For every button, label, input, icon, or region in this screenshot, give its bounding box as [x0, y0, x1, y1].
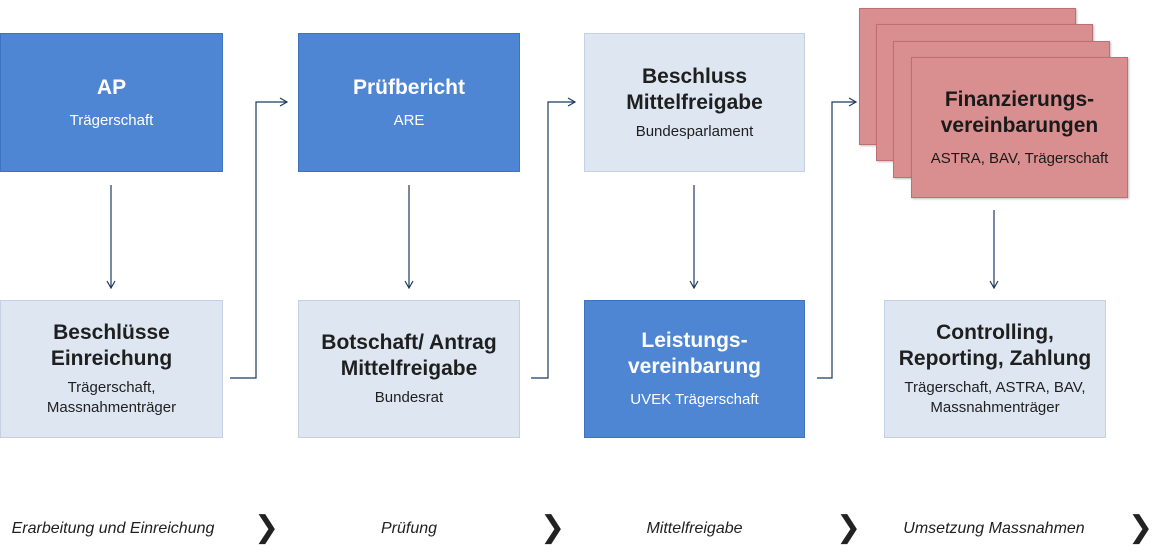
box-beschluss-mittelfreigabe: Beschluss Mittelfreigabe Bundesparlament: [584, 33, 805, 172]
box-finanzierung-sub: ASTRA, BAV, Trägerschaft: [930, 149, 1109, 167]
chevron-right-icon: ❯: [836, 510, 862, 545]
box-beschluss-title: Beschluss Mittelfreigabe: [626, 64, 763, 114]
elbow-beschluesse-to-pruefbericht: [230, 97, 289, 379]
box-botschaft-antrag: Botschaft/ Antrag Mittelfreigabe Bundesr…: [298, 300, 520, 438]
box-beschluesse-einreichung: Beschlüsse Einreichung Trägerschaft, Mas…: [0, 300, 223, 438]
elbow-leistung-to-finanzierung: [817, 97, 858, 379]
phase-label-erarbeitung: Erarbeitung und Einreichung: [11, 520, 215, 537]
phase-label-mittelfreigabe: Mittelfreigabe: [646, 520, 743, 537]
elbow-botschaft-to-beschluss: [531, 97, 577, 379]
box-finanzierung-title: Finanzierungs- vereinbarungen: [940, 87, 1099, 137]
box-leistung-sub: UVEK Trägerschaft: [630, 391, 759, 408]
phase-label-umsetzung: Umsetzung Massnahmen: [903, 520, 1085, 537]
box-botschaft-sub: Bundesrat: [374, 389, 444, 406]
box-pruefbericht: Prüfbericht ARE: [298, 33, 520, 172]
box-finanzierungsvereinbarungen: Finanzierungs- vereinbarungen ASTRA, BAV…: [911, 57, 1128, 198]
box-beschluesse-sub: Trägerschaft, Massnahmenträger: [46, 379, 177, 416]
chevron-right-icon: ❯: [540, 510, 566, 545]
chevron-right-icon: ❯: [1128, 510, 1152, 545]
box-controlling-title: Controlling, Reporting, Zahlung: [898, 321, 1092, 370]
box-pruefbericht-title: Prüfbericht: [352, 75, 465, 99]
phase-label-pruefung: Prüfung: [380, 520, 438, 537]
box-leistung-title: Leistungs- vereinbarung: [627, 329, 762, 378]
box-beschluss-sub: Bundesparlament: [635, 122, 754, 140]
box-ap: AP Trägerschaft: [0, 33, 223, 172]
box-pruefbericht-sub: ARE: [393, 111, 425, 129]
box-controlling-sub: Trägerschaft, ASTRA, BAV, Massnahmenträg…: [904, 379, 1086, 416]
box-ap-sub: Trägerschaft: [69, 111, 154, 129]
box-ap-title: AP: [96, 75, 127, 99]
box-leistungsvereinbarung: Leistungs- vereinbarung UVEK Trägerschaf…: [584, 300, 805, 438]
box-controlling: Controlling, Reporting, Zahlung Trägersc…: [884, 300, 1106, 438]
box-beschluesse-title: Beschlüsse Einreichung: [50, 321, 173, 370]
chevron-right-icon: ❯: [254, 510, 280, 545]
box-botschaft-title: Botschaft/ Antrag Mittelfreigabe: [321, 331, 497, 380]
